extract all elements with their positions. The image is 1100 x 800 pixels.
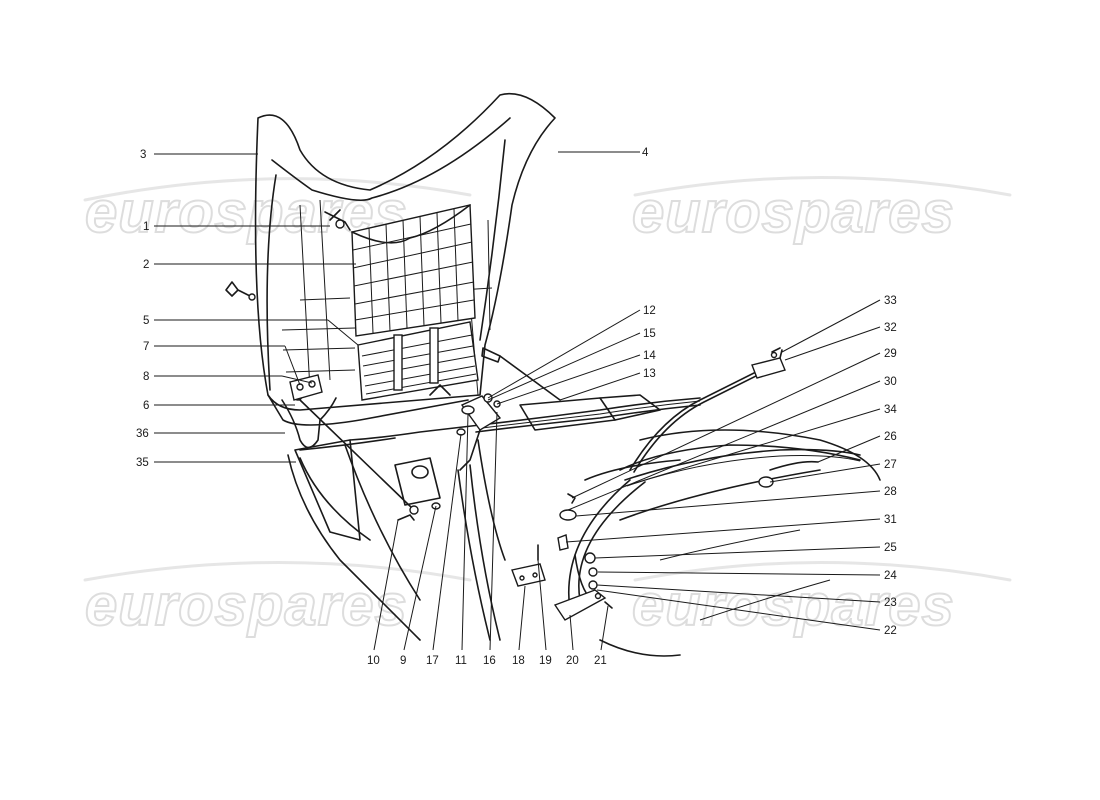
callout-17: 17 bbox=[426, 655, 439, 667]
callout-23: 23 bbox=[884, 597, 897, 609]
watermark-bottom-right: eurospares bbox=[632, 573, 955, 638]
callout-13: 13 bbox=[643, 368, 656, 380]
callout-34: 34 bbox=[884, 404, 897, 416]
callout-24: 24 bbox=[884, 570, 897, 582]
watermark-bottom-left: eurospares bbox=[85, 573, 408, 638]
callout-35: 35 bbox=[136, 457, 149, 469]
callout-labels: 3 1 2 5 7 8 6 36 35 4 12 15 14 13 33 32 … bbox=[136, 147, 897, 667]
watermark-top-right: eurospares bbox=[632, 180, 955, 245]
callout-20: 20 bbox=[566, 655, 579, 667]
callout-11: 11 bbox=[455, 655, 467, 667]
callout-36: 36 bbox=[136, 428, 149, 440]
callout-33: 33 bbox=[884, 295, 897, 307]
callout-12: 12 bbox=[643, 305, 656, 317]
callout-2: 2 bbox=[143, 259, 149, 271]
callout-18: 18 bbox=[512, 655, 525, 667]
callout-7: 7 bbox=[143, 341, 149, 353]
callout-32: 32 bbox=[884, 322, 897, 334]
engine-lid bbox=[225, 92, 556, 426]
callout-26: 26 bbox=[884, 431, 897, 443]
callout-16: 16 bbox=[483, 655, 496, 667]
callout-6: 6 bbox=[143, 400, 149, 412]
callout-1: 1 bbox=[143, 221, 149, 233]
callout-8: 8 bbox=[143, 371, 149, 383]
callout-5: 5 bbox=[143, 315, 149, 327]
callout-19: 19 bbox=[539, 655, 552, 667]
callout-15: 15 bbox=[643, 328, 656, 340]
callout-10: 10 bbox=[367, 655, 380, 667]
callout-29: 29 bbox=[884, 348, 897, 360]
callout-27: 27 bbox=[884, 459, 897, 471]
callout-9: 9 bbox=[400, 655, 406, 667]
callout-28: 28 bbox=[884, 486, 897, 498]
callout-14: 14 bbox=[643, 350, 656, 362]
watermark-top-left: eurospares bbox=[85, 180, 408, 245]
watermarks: eurospares eurospares eurospares eurospa… bbox=[83, 176, 1012, 639]
callout-31: 31 bbox=[884, 514, 897, 526]
callout-21: 21 bbox=[594, 655, 607, 667]
callout-30: 30 bbox=[884, 376, 897, 388]
callout-3: 3 bbox=[140, 149, 146, 161]
leader-lines bbox=[154, 151, 881, 651]
callout-22: 22 bbox=[884, 625, 897, 637]
callout-4: 4 bbox=[642, 147, 649, 159]
rear-body bbox=[287, 347, 881, 657]
callout-25: 25 bbox=[884, 542, 897, 554]
